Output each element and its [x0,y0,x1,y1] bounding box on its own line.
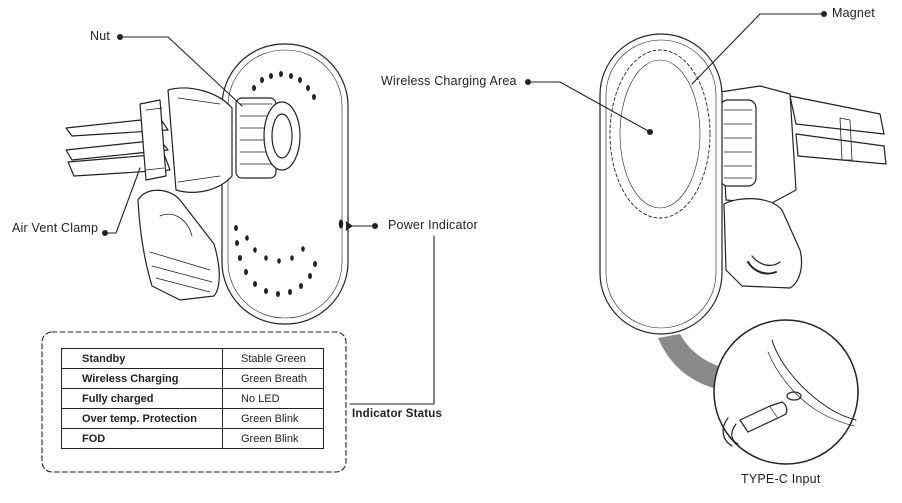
vent-holes-bottom [234,225,317,297]
status-led: Green Blink [222,408,324,429]
table-row: Wireless Charging Green Breath [61,368,324,389]
indicator-status-table: Standby Stable Green Wireless Charging G… [61,348,324,449]
label-air-vent-clamp: Air Vent Clamp [12,221,99,235]
indicator-table-frame [41,331,347,473]
status-led: Green Blink [222,428,324,449]
status-state: Wireless Charging [61,368,223,389]
label-type-c-input: TYPE-C Input [741,472,821,486]
type-c-callout [658,319,859,465]
left-charger-back-view [65,43,349,325]
vent-holes-top [252,71,316,100]
charging-pad-front [599,33,723,335]
status-led: No LED [222,388,324,409]
status-state: Fully charged [61,388,223,409]
leader-lines [102,11,827,405]
label-nut: Nut [90,29,111,43]
charging-pad-back-inner [227,49,343,319]
status-led: Green Breath [222,368,324,389]
status-led: Stable Green [222,348,324,369]
magnet-ring [619,59,701,209]
table-row: FOD Green Blink [61,428,324,449]
label-indicator-status: Indicator Status [352,408,443,420]
nut-assembly [235,97,301,179]
callout-band [658,334,732,392]
right-clamp-body [719,85,887,289]
table-row: Over temp. Protection Green Blink [61,408,324,429]
label-wireless-charging-area: Wireless Charging Area [381,74,517,88]
label-magnet: Magnet [832,6,875,20]
label-power-indicator: Power Indicator [388,218,478,232]
status-state: FOD [61,428,223,449]
power-indicator-led [338,219,344,229]
charging-pad-rim [605,39,717,329]
table-row: Standby Stable Green [61,348,324,369]
status-state: Standby [61,348,223,369]
right-charger-front-view [599,33,887,335]
wireless-charging-area [609,49,711,219]
air-vent-clamp-body [65,87,233,301]
charging-pad-back [221,43,349,325]
table-row: Fully charged No LED [61,388,324,409]
status-state: Over temp. Protection [61,408,223,429]
